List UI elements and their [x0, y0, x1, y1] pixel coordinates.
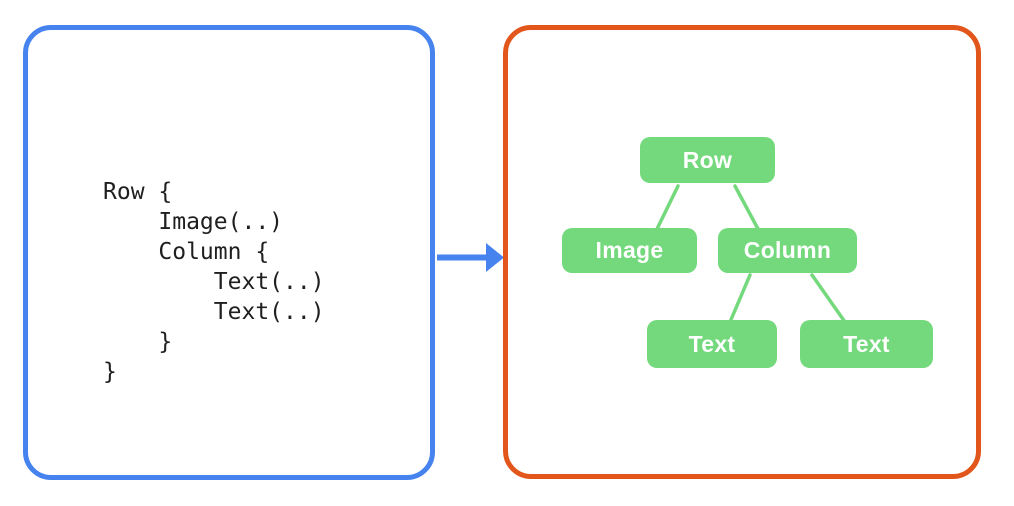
- code-line: Text(..): [103, 299, 325, 325]
- code-panel: Row { Image(..) Column { Text(..) Text(.…: [23, 25, 435, 480]
- code-line: Row {: [103, 179, 173, 205]
- code-block: Row { Image(..) Column { Text(..) Text(.…: [103, 177, 325, 387]
- tree-node-text-2: Text: [800, 320, 933, 368]
- tree-node-text-1: Text: [647, 320, 777, 368]
- code-line: }: [103, 329, 173, 355]
- tree-node-row: Row: [640, 137, 775, 183]
- edge-row-column: [733, 184, 760, 231]
- edge-column-text1: [728, 273, 752, 324]
- tree-node-image: Image: [562, 228, 697, 273]
- edge-row-image: [655, 184, 680, 231]
- code-line: Column {: [103, 239, 270, 265]
- code-line: Image(..): [103, 209, 284, 235]
- code-line: Text(..): [103, 269, 325, 295]
- tree-node-column: Column: [718, 228, 857, 273]
- tree-panel: Row Image Column Text Text: [503, 25, 981, 479]
- edge-column-text2: [810, 273, 847, 324]
- right-arrow-icon: [437, 243, 504, 272]
- tree-edges: [655, 184, 847, 324]
- code-line: }: [103, 359, 117, 385]
